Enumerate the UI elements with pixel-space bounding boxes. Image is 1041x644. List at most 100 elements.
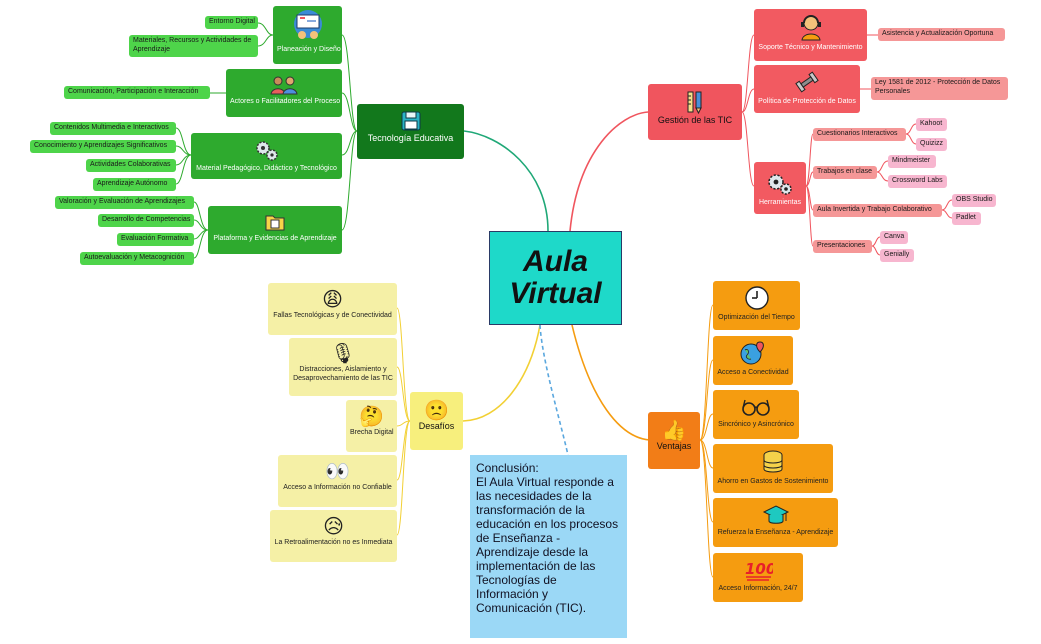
gears-icon: [255, 141, 278, 161]
desafio-distracciones-label: Distracciones, Aislamiento y Desaprovech…: [293, 366, 393, 382]
herramientas-leaf-mindmeister[interactable]: Mindmeister: [888, 155, 936, 168]
material-item-contenidos[interactable]: Contenidos Multimedia e Interactivos: [50, 122, 176, 135]
graduation-cap-icon: [762, 505, 789, 524]
connector-gestion: [569, 111, 649, 232]
desafio-acceso-informacion-label: Acceso a Información no Confiable: [283, 484, 392, 491]
ventaja-refuerza[interactable]: Refuerza la Enseñanza - Aprendizaje: [713, 498, 838, 547]
herramientas-group-presentaciones[interactable]: Presentaciones: [813, 240, 872, 253]
gears-icon: [768, 174, 792, 195]
plataforma-node[interactable]: Plataforma y Evidencias de Aprendizaje: [208, 206, 342, 254]
soporte-label: Soporte Técnico y Mantenimiento: [758, 44, 863, 51]
ventaja-acceso-label: Acceso Información, 24/7: [718, 585, 798, 592]
herramientas-group-cuestionarios[interactable]: Cuestionarios Interactivos: [813, 128, 906, 141]
coins-icon: [763, 450, 783, 473]
herramientas-group-trabajos[interactable]: Trabajos en clase: [813, 166, 877, 179]
herramientas-leaf-crossword[interactable]: Crossword Labs: [888, 175, 947, 188]
desafio-brecha[interactable]: 🤔 Brecha Digital: [346, 400, 397, 452]
dumbbell-icon: [795, 71, 819, 93]
conclusion-note[interactable]: Conclusión: El Aula Virtual responde a l…: [470, 455, 627, 638]
herramientas-group-aula-invertida[interactable]: Aula Invertida y Trabajo Colaborativo: [813, 204, 942, 217]
planeacion-item-entorno[interactable]: Entorno Digital: [205, 16, 258, 29]
herramientas-label: Herramientas: [758, 199, 801, 206]
material-item-conocimiento[interactable]: Conocimiento y Aprendizajes Significativ…: [30, 140, 176, 153]
ventaja-ahorro[interactable]: Ahorro en Gastos de Sostenimiento: [713, 444, 833, 493]
thinking-face-icon: 🤔: [359, 404, 384, 428]
desafio-fallas[interactable]: 😩 Fallas Tecnológicas y de Conectividad: [268, 283, 397, 335]
plataforma-item-formativa[interactable]: Evaluación Formativa: [117, 233, 194, 246]
gestion-tic-topic[interactable]: Gestión de las TIC: [648, 84, 742, 140]
ventajas-topic[interactable]: 👍 Ventajas: [648, 412, 700, 469]
material-item-autonomo[interactable]: Aprendizaje Autónomo: [93, 178, 176, 191]
desafios-topic[interactable]: 🙁 Desafíos: [410, 392, 463, 450]
material-item-actividades[interactable]: Actividades Colaborativas: [86, 159, 176, 172]
ventaja-acceso[interactable]: 100 Acceso Información, 24/7: [713, 553, 803, 602]
connector-desafios: [462, 324, 541, 422]
connector-conclusion: [539, 324, 569, 456]
herramientas-leaf-quizizz[interactable]: Quizizz: [916, 138, 947, 151]
politica-item-ley[interactable]: Ley 1581 de 2012 - Protección de Datos P…: [871, 77, 1008, 100]
desafios-label: Desafíos: [418, 421, 455, 431]
people-group-icon: [270, 76, 298, 95]
planeacion-item-materiales[interactable]: Materiales, Recursos y Actividades de Ap…: [129, 35, 258, 57]
plataforma-label: Plataforma y Evidencias de Aprendizaje: [213, 235, 337, 242]
microphone-icon: 🎙: [330, 341, 356, 365]
herramientas-leaf-obs[interactable]: OBS Studio: [952, 194, 996, 207]
tecnologia-educativa-label: Tecnología Educativa: [367, 133, 454, 143]
thumbs-up-icon: 👍: [661, 418, 687, 442]
desafio-brecha-label: Brecha Digital: [350, 429, 394, 436]
hundred-points-icon: 100: [745, 560, 773, 581]
actores-node[interactable]: Actores o Facilitadores del Proceso: [226, 69, 342, 117]
desafio-retroalimentacion[interactable]: 😥 La Retroalimentación no es Inmediata: [270, 510, 397, 562]
soporte-item-asistencia[interactable]: Asistencia y Actualización Oportuna: [878, 28, 1005, 41]
herramientas-leaf-kahoot[interactable]: Kahoot: [916, 118, 947, 131]
ventaja-conectividad-label: Acceso a Conectividad: [717, 369, 789, 376]
ventaja-sincronico-label: Sincrónico y Asincrónico: [718, 421, 794, 428]
desafio-retroalimentacion-label: La Retroalimentación no es Inmediata: [274, 539, 393, 546]
connector-ventajas: [571, 324, 651, 441]
plataforma-item-competencias[interactable]: Desarrollo de Competencias: [98, 214, 194, 227]
ventaja-sincronico[interactable]: Sincrónico y Asincrónico: [713, 390, 799, 439]
material-node[interactable]: Material Pedagógico, Didáctico y Tecnoló…: [191, 133, 342, 179]
weary-face-icon: 😩: [322, 287, 343, 311]
svg-text:100: 100: [745, 560, 773, 578]
floppy-disk-icon: [401, 111, 420, 131]
glasses-icon: [742, 399, 770, 416]
planeacion-label: Planeación y Diseño: [277, 46, 341, 53]
herramientas-leaf-canva[interactable]: Canva: [880, 231, 908, 244]
ventajas-label: Ventajas: [656, 441, 692, 451]
desafio-acceso-informacion[interactable]: 👀 Acceso a Información no Confiable: [278, 455, 397, 507]
tecnologia-educativa-topic[interactable]: Tecnología Educativa: [357, 104, 464, 159]
herramientas-leaf-padlet[interactable]: Padlet: [952, 212, 981, 225]
material-label: Material Pedagógico, Didáctico y Tecnoló…: [196, 165, 337, 172]
ventaja-optimizacion[interactable]: Optimización del Tiempo: [713, 281, 800, 330]
connector-tecnologia: [463, 130, 549, 232]
clock-icon: [744, 286, 769, 310]
politica-label: Política de Protección de Datos: [758, 98, 856, 105]
ventaja-ahorro-label: Ahorro en Gastos de Sostenimiento: [717, 478, 829, 485]
soporte-node[interactable]: Soporte Técnico y Mantenimiento: [754, 9, 867, 61]
actores-item-comunicacion[interactable]: Comunicación, Participación e Interacció…: [64, 86, 210, 99]
herramientas-node[interactable]: Herramientas: [754, 162, 806, 214]
desafio-distracciones[interactable]: 🎙 Distracciones, Aislamiento y Desaprove…: [289, 338, 397, 396]
central-topic[interactable]: Aula Virtual: [489, 231, 622, 325]
actores-label: Actores o Facilitadores del Proceso: [230, 98, 341, 105]
ventaja-optimizacion-label: Optimización del Tiempo: [718, 314, 795, 321]
sad-face-icon: 😥: [323, 514, 344, 538]
planeacion-node[interactable]: Planeación y Diseño: [273, 6, 342, 64]
central-topic-title: Aula Virtual: [509, 245, 602, 310]
folder-icon: [265, 215, 285, 231]
presentation-meeting-icon: [293, 10, 322, 39]
plataforma-item-valoracion[interactable]: Valoración y Evaluación de Aprendizajes: [55, 196, 194, 209]
ruler-pencil-icon: [687, 91, 702, 114]
desafio-fallas-label: Fallas Tecnológicas y de Conectividad: [273, 312, 392, 319]
support-agent-icon: [800, 15, 821, 41]
eyes-icon: 👀: [325, 459, 350, 483]
gestion-tic-label: Gestión de las TIC: [657, 115, 733, 125]
herramientas-leaf-genially[interactable]: Genially: [880, 249, 914, 262]
plataforma-item-autoevaluacion[interactable]: Autoevaluación y Metacognición: [80, 252, 194, 265]
ventaja-conectividad[interactable]: Acceso a Conectividad: [713, 336, 793, 385]
ventaja-refuerza-label: Refuerza la Enseñanza - Aprendizaje: [717, 529, 834, 536]
confused-face-icon: 🙁: [424, 398, 449, 422]
politica-node[interactable]: Política de Protección de Datos: [754, 65, 860, 113]
